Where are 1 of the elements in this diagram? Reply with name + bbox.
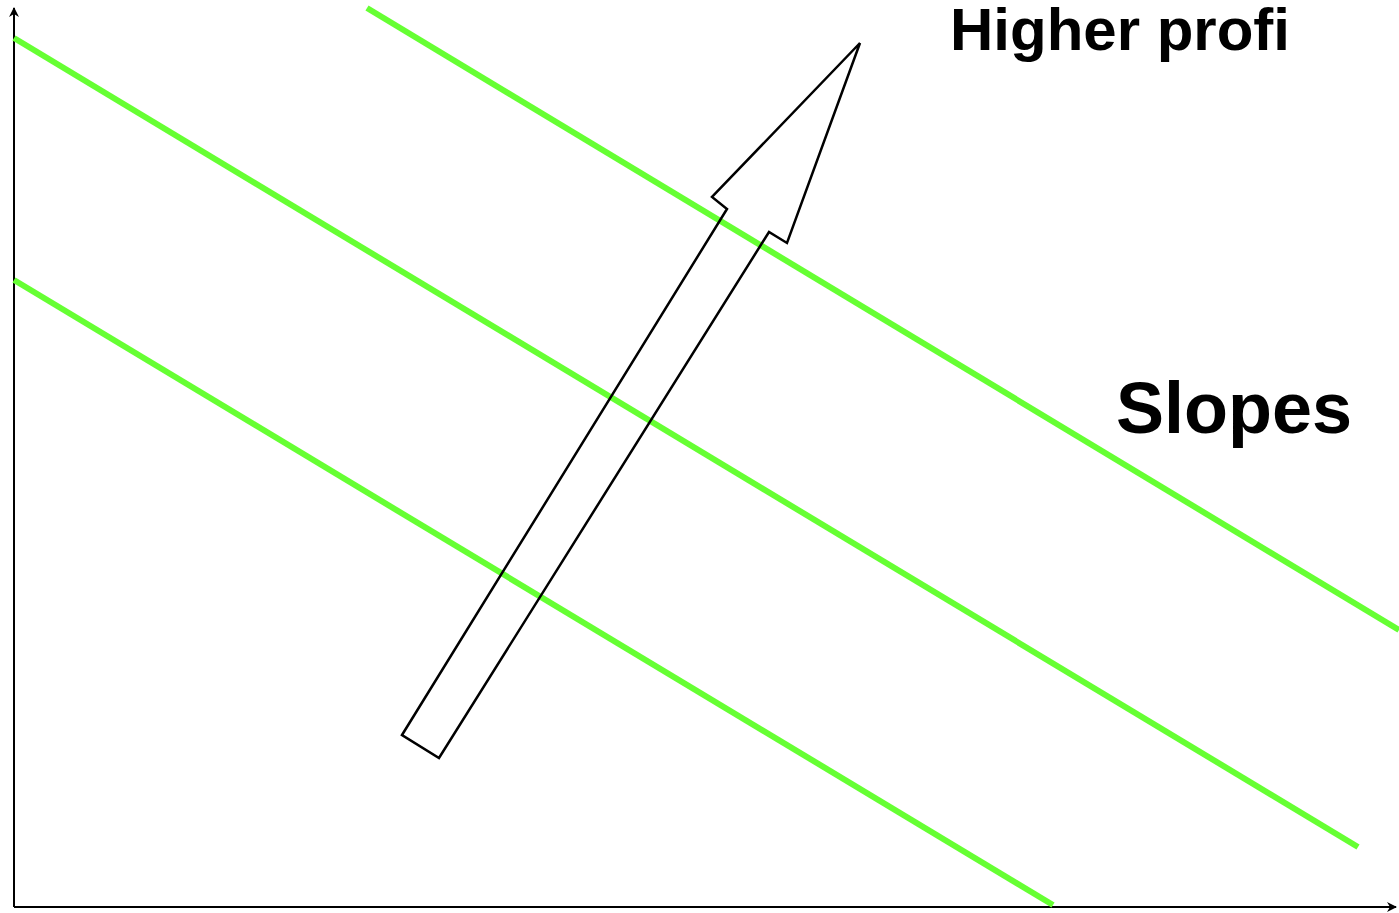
axis-note: Higher profi [950,0,1290,60]
